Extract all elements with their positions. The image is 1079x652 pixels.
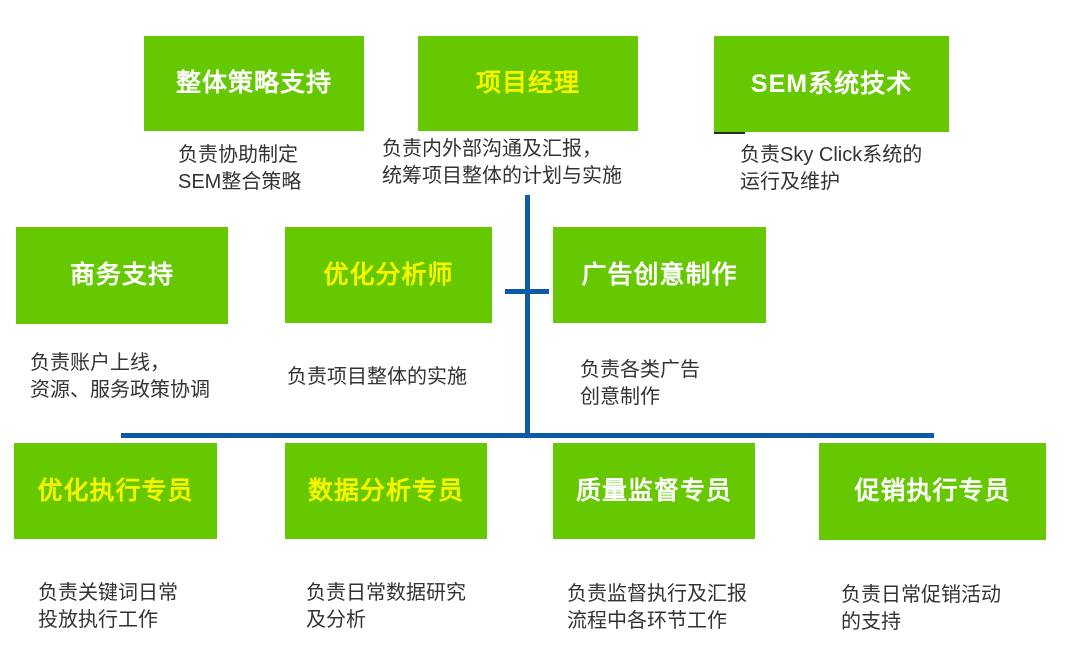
- desc-business-support: 负责账户上线， 资源、服务政策协调: [30, 352, 210, 401]
- box-quality-supervision-specialist: 质量监督专员: [553, 443, 755, 539]
- desc-optimization-analyst: 负责项目整体的实施: [287, 366, 467, 388]
- desc-optimization-execution-specialist: 负责关键词日常 投放执行工作: [38, 582, 178, 631]
- desc-data-analysis-specialist: 负责日常数据研究 及分析: [306, 582, 466, 631]
- connector-middle-crossbar: [505, 289, 549, 294]
- desc-promotion-execution-specialist: 负责日常促销活动 的支持: [841, 584, 1001, 633]
- box-optimization-execution-specialist-title: 优化执行专员: [37, 476, 194, 505]
- box-optimization-analyst-title: 优化分析师: [323, 260, 454, 289]
- box-business-support: 商务支持: [16, 227, 228, 324]
- box-overall-strategy-support: 整体策略支持: [144, 36, 364, 131]
- box-data-analysis-specialist: 数据分析专员: [285, 443, 487, 539]
- box-overall-strategy-support-title: 整体策略支持: [175, 69, 332, 97]
- connector-vertical-spine: [525, 195, 530, 438]
- box-sem-system-tech: SEM系统技术: [714, 36, 949, 132]
- box-optimization-analyst: 优化分析师: [285, 227, 492, 323]
- box-ad-creative-production-title: 广告创意制作: [581, 260, 738, 289]
- box-ad-creative-production: 广告创意制作: [553, 227, 766, 323]
- desc-quality-supervision-specialist: 负责监督执行及汇报 流程中各环节工作: [567, 583, 747, 632]
- desc-ad-creative-production: 负责各类广告 创意制作: [580, 359, 700, 408]
- box-promotion-execution-specialist-title: 促销执行专员: [854, 477, 1011, 505]
- connector-bottom-horizontal-line: [121, 433, 934, 438]
- box-optimization-execution-specialist: 优化执行专员: [14, 443, 217, 539]
- box-promotion-execution-specialist: 促销执行专员: [819, 443, 1046, 540]
- desc-project-manager: 负责内外部沟通及汇报， 统筹项目整体的计划与实施: [382, 138, 622, 187]
- box-business-support-title: 商务支持: [69, 261, 174, 289]
- stray-dash-mark: [714, 131, 745, 134]
- box-sem-system-tech-title: SEM系统技术: [750, 69, 913, 98]
- box-project-manager: 项目经理: [418, 36, 638, 131]
- desc-sem-system-tech: 负责Sky Click系统的 运行及维护: [740, 144, 923, 193]
- box-quality-supervision-specialist-title: 质量监督专员: [575, 476, 732, 505]
- desc-overall-strategy-support: 负责协助制定 SEM整合策略: [178, 144, 302, 193]
- box-data-analysis-specialist-title: 数据分析专员: [307, 476, 464, 505]
- box-project-manager-title: 项目经理: [475, 69, 580, 97]
